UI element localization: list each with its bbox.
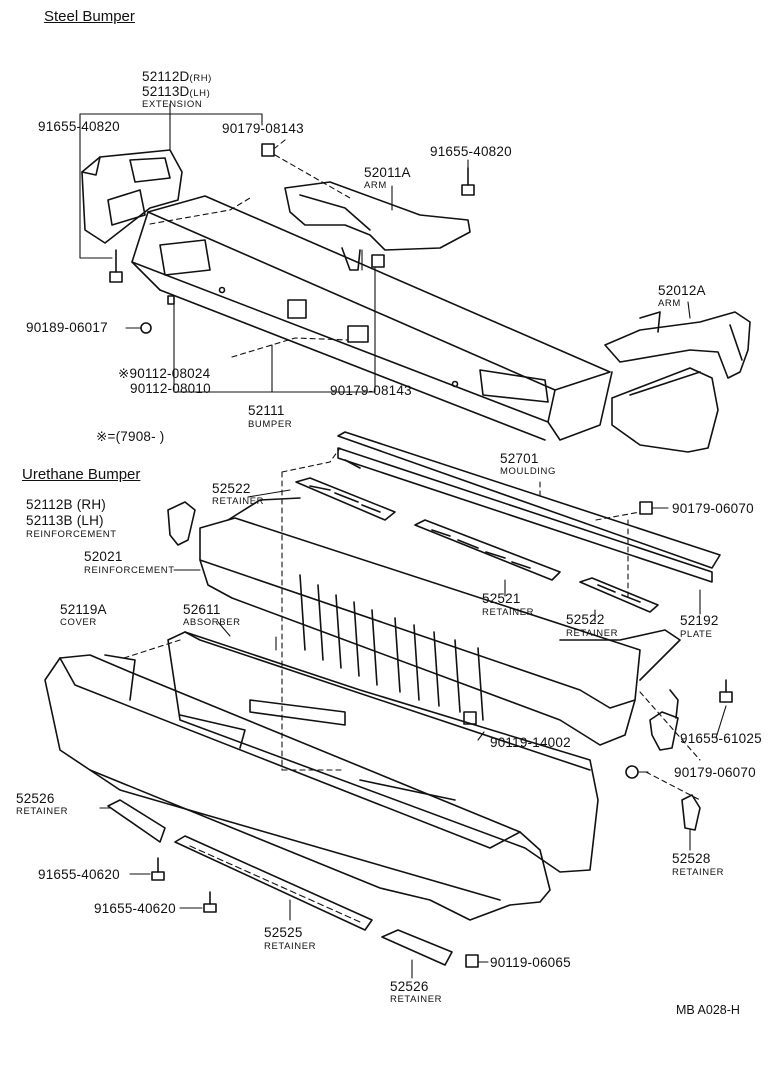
part-number-52528: 52528 bbox=[672, 851, 711, 866]
part-number-52526-b: 52526 bbox=[390, 979, 429, 994]
part-number-90119-14002: 90119-14002 bbox=[490, 735, 571, 750]
part-number-52192: 52192 bbox=[680, 613, 719, 628]
part-number-90179-08143-b: 90179-08143 bbox=[330, 383, 412, 398]
steel-leaders bbox=[79, 103, 691, 393]
part-number-52119a: 52119A bbox=[60, 602, 107, 617]
bumper-cover bbox=[44, 654, 551, 921]
part-number-90179-06070-a: 90179-06070 bbox=[672, 501, 754, 516]
moulding-strip bbox=[337, 431, 721, 583]
part-number-90179-06070-b: 90179-06070 bbox=[674, 765, 756, 780]
extension-right bbox=[611, 367, 719, 453]
part-number-52011a: 52011A bbox=[364, 165, 411, 180]
part-number-91655-40820-a: 91655-40820 bbox=[38, 119, 120, 134]
part-number-90112-08024: ※90112-08024 bbox=[118, 366, 211, 381]
part-number-90119-06065: 90119-06065 bbox=[490, 955, 571, 970]
part-name-retainer-e: RETAINER bbox=[264, 941, 317, 952]
reinforcement-side bbox=[167, 501, 196, 546]
part-number-52525: 52525 bbox=[264, 925, 303, 940]
part-name-retainer-a: RETAINER bbox=[212, 496, 265, 507]
part-number-52112d-side: (RH) bbox=[189, 73, 212, 84]
part-number-52113b: 52113B (LH) bbox=[26, 513, 104, 528]
part-number-52112b: 52112B (RH) bbox=[26, 497, 106, 512]
section-title-steel: Steel Bumper bbox=[44, 8, 135, 25]
section-title-urethane: Urethane Bumper bbox=[22, 466, 141, 483]
urethane-leaders bbox=[99, 447, 727, 979]
retainer-52525 bbox=[174, 835, 373, 931]
part-number-91655-61025: 91655-61025 bbox=[680, 731, 762, 746]
part-number-90179-08143-a: 90179-08143 bbox=[222, 121, 304, 136]
retainer-52526-left bbox=[107, 799, 166, 843]
part-number-52521: 52521 bbox=[482, 591, 521, 606]
part-name-reinforcement-b: REINFORCEMENT bbox=[84, 565, 175, 576]
reinforcement-center bbox=[199, 497, 681, 746]
part-number-52522-a: 52522 bbox=[212, 481, 251, 496]
extension-left bbox=[81, 149, 183, 244]
steel-bumper-bar bbox=[131, 195, 613, 441]
part-name-retainer-d: RETAINER bbox=[16, 806, 69, 817]
part-number-91655-40620-b: 91655-40620 bbox=[94, 901, 176, 916]
bracket-side bbox=[649, 689, 679, 751]
part-number-52701: 52701 bbox=[500, 451, 539, 466]
part-name-cover: COVER bbox=[60, 617, 97, 628]
retainer-52528 bbox=[681, 794, 701, 831]
part-number-52021: 52021 bbox=[84, 549, 123, 564]
arm-right bbox=[604, 311, 751, 379]
retainer-52522-left bbox=[295, 477, 396, 521]
part-number-52113d-side: (LH) bbox=[189, 88, 211, 99]
absorber bbox=[167, 631, 599, 873]
part-number-52112d: 52112D(RH) bbox=[142, 70, 212, 84]
part-number-52526-a: 52526 bbox=[16, 791, 55, 806]
reference-code: MB A028-H bbox=[676, 1003, 740, 1017]
part-name-retainer-f: RETAINER bbox=[672, 867, 725, 878]
part-name-retainer-c: RETAINER bbox=[566, 628, 619, 639]
part-number-91655-40820-b: 91655-40820 bbox=[430, 144, 512, 159]
part-name-moulding: MOULDING bbox=[500, 466, 556, 477]
part-number-52611: 52611 bbox=[183, 602, 221, 617]
part-name-plate: PLATE bbox=[680, 629, 713, 640]
part-name-arm-b: ARM bbox=[658, 298, 681, 309]
part-number-52113d: 52113D(LH) bbox=[142, 85, 210, 99]
part-number-91655-40620-a: 91655-40620 bbox=[38, 867, 120, 882]
arm-left bbox=[284, 181, 471, 271]
part-name-extension: EXTENSION bbox=[142, 99, 203, 110]
part-name-retainer-b: RETAINER bbox=[482, 607, 535, 618]
part-number-90112-08010: 90112-08010 bbox=[130, 381, 211, 396]
date-note: ※=(7908- ) bbox=[96, 429, 165, 444]
part-number-90189-06017: 90189-06017 bbox=[26, 320, 108, 335]
retainer-52526-right bbox=[381, 929, 453, 966]
part-name-arm-a: ARM bbox=[364, 180, 387, 191]
retainer-52521 bbox=[414, 519, 561, 581]
part-number-52113d-code: 52113D bbox=[142, 84, 190, 99]
part-name-bumper: BUMPER bbox=[248, 419, 293, 430]
part-number-52112d-code: 52112D bbox=[142, 69, 190, 84]
part-number-52111: 52111 bbox=[248, 403, 285, 418]
part-number-52012a: 52012A bbox=[658, 283, 706, 298]
retainer-52522-right bbox=[579, 577, 659, 613]
part-name-reinforcement-a: REINFORCEMENT bbox=[26, 529, 117, 540]
part-name-retainer-g: RETAINER bbox=[390, 994, 443, 1005]
part-number-52522-b: 52522 bbox=[566, 612, 605, 627]
steel-fasteners bbox=[109, 143, 475, 334]
part-name-absorber: ABSORBER bbox=[183, 617, 241, 628]
urethane-fasteners bbox=[151, 501, 733, 968]
